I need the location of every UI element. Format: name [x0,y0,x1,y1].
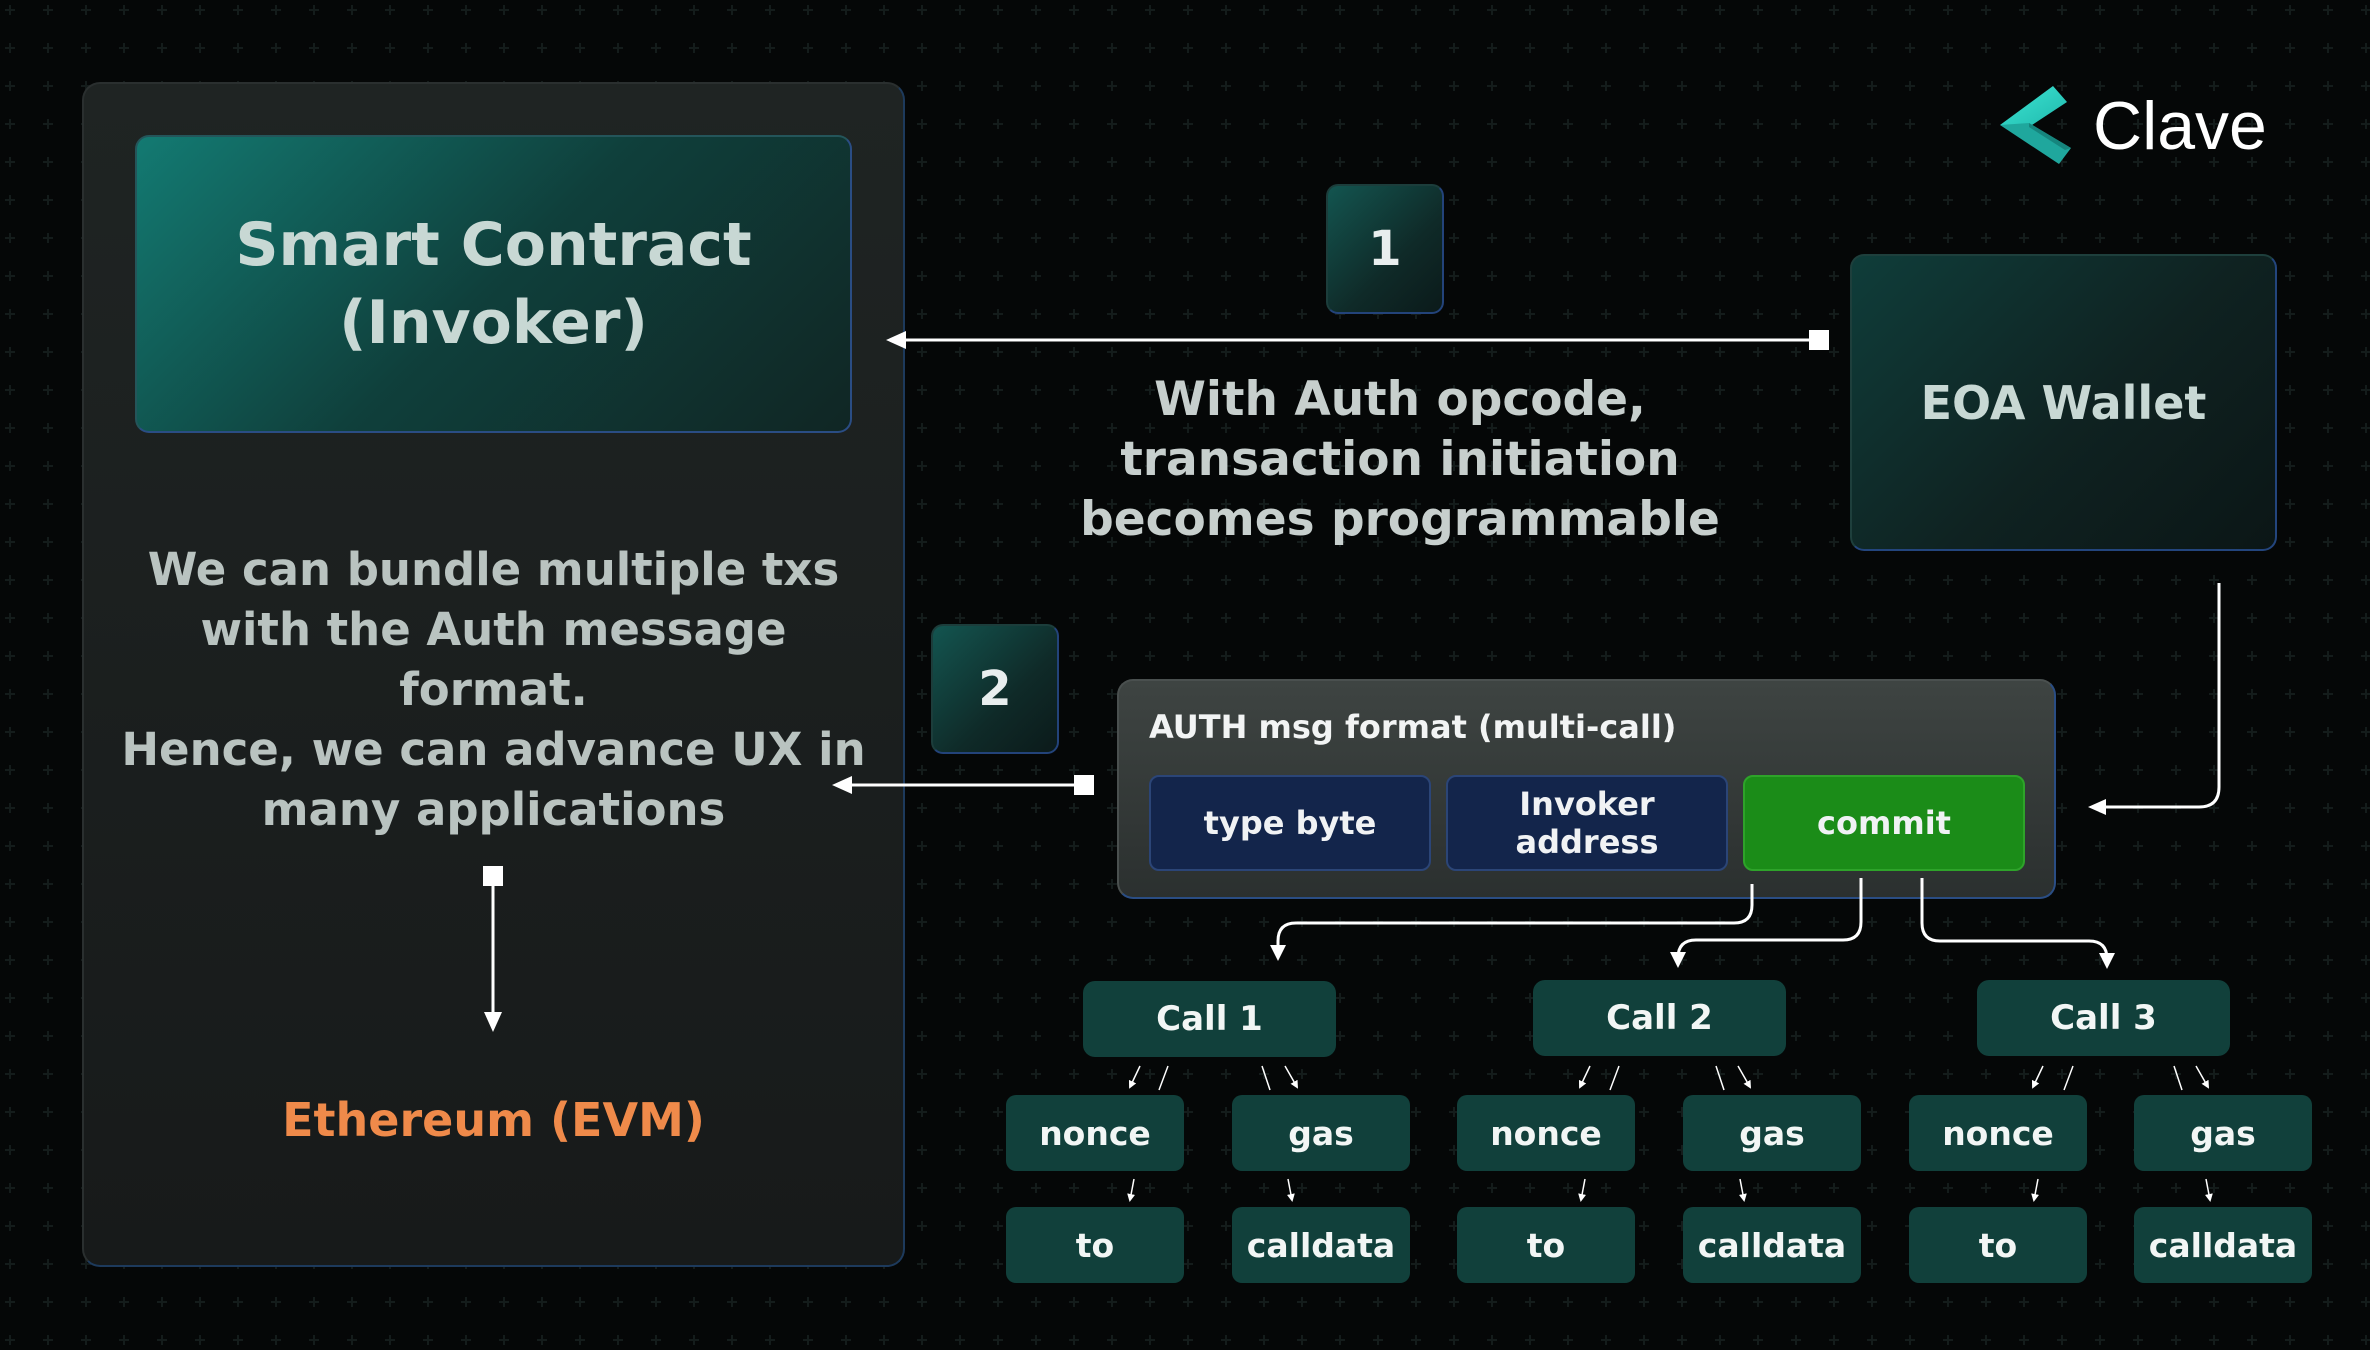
type-byte-label: type byte [1203,804,1377,842]
bundle-description-line: with the Auth message format. [200,603,787,716]
call-1-nonce-box: nonce [1006,1095,1184,1171]
auth-opcode-description: With Auth opcode, transaction initiation… [1070,365,1730,555]
call-2-gas-box: gas [1683,1095,1861,1171]
call-1-to-box: to [1006,1207,1184,1283]
type-byte-field: type byte [1149,775,1431,871]
bundle-description-line: many applications [261,783,726,836]
call-2-nonce-box: nonce [1457,1095,1635,1171]
call-3-nonce-box: nonce [1909,1095,2087,1171]
invoker-address-label-line: Invoker [1519,785,1655,823]
auth-msg-format-panel: AUTH msg format (multi-call) type byte I… [1117,679,2056,899]
bundle-description-line: We can bundle multiple txs [147,543,840,596]
auth-description-line: transaction initiation [1120,432,1680,487]
eoa-wallet-box: EOA Wallet [1850,254,2277,551]
eoa-wallet-label: EOA Wallet [1920,375,2207,430]
bundle-description: We can bundle multiple txs with the Auth… [110,543,877,836]
step-1-badge: 1 [1326,184,1444,314]
call-2-box: Call 2 [1533,980,1786,1056]
invoker-address-field: Invoker address [1446,775,1728,871]
auth-msg-format-title: AUTH msg format (multi-call) [1149,708,1677,746]
call-1-box: Call 1 [1083,981,1336,1057]
smart-contract-subtitle: (Invoker) [339,288,648,358]
clave-logo-text: Clave [2093,88,2267,164]
smart-contract-title: Smart Contract [235,210,752,280]
call-1-calldata-box: calldata [1232,1207,1410,1283]
call-1-gas-box: gas [1232,1095,1410,1171]
grid-plus-marks [5,5,2370,1345]
call-2-calldata-box: calldata [1683,1207,1861,1283]
bundle-description-line: Hence, we can advance UX in [121,723,866,776]
call-3-to-box: to [1909,1207,2087,1283]
smart-contract-invoker-box: Smart Contract (Invoker) [135,135,852,433]
auth-description-line: With Auth opcode, [1154,372,1646,427]
commit-label: commit [1817,804,1951,842]
call-3-calldata-box: calldata [2134,1207,2312,1283]
call-3-box: Call 3 [1977,980,2230,1056]
auth-description-line: becomes programmable [1080,492,1720,547]
clave-logo-icon [2000,86,2071,164]
commit-field: commit [1743,775,2025,871]
call-2-to-box: to [1457,1207,1635,1283]
call-3-gas-box: gas [2134,1095,2312,1171]
ethereum-evm-label: Ethereum (EVM) [282,1092,705,1147]
step-2-badge: 2 [931,624,1059,754]
invoker-address-label-line: address [1515,823,1659,861]
